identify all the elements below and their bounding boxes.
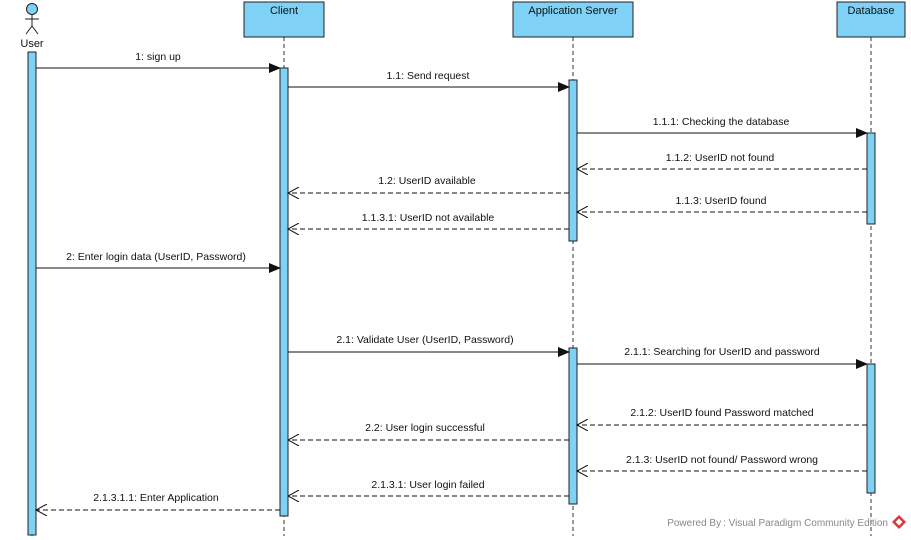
message-2-1-3: 2.1.3: UserID not found/ Password wrong	[577, 454, 867, 471]
message-label: 1.2: UserID available	[378, 175, 476, 187]
message-label: 1.1.1: Checking the database	[653, 116, 790, 128]
actor-user-label: User	[20, 38, 44, 50]
visual-paradigm-logo-icon	[892, 515, 906, 529]
activation-client	[279, 67, 289, 517]
message-label: 1: sign up	[135, 51, 181, 63]
message-1-2: 1.2: UserID available	[288, 175, 569, 193]
participant-server: Application Server	[512, 1, 634, 38]
activation-database-1	[866, 132, 876, 225]
message-1: 1: sign up	[36, 51, 281, 73]
message-2-1-3-1-1: 2.1.3.1.1: Enter Application	[36, 492, 280, 510]
message-label: 2: Enter login data (UserID, Password)	[66, 251, 246, 263]
participant-client-label: Client	[270, 5, 298, 17]
footer-watermark: Powered By : Visual Paradigm Community E…	[667, 518, 888, 529]
message-1-1: 1.1: Send request	[288, 70, 570, 92]
message-2-1-3-1: 2.1.3.1: User login failed	[288, 479, 569, 496]
message-label: 2.1.3.1.1: Enter Application	[93, 492, 219, 504]
activation-user	[27, 51, 37, 536]
actor-user: User	[20, 3, 44, 50]
message-label: 2.1.2: UserID found Password matched	[630, 407, 813, 419]
message-1-1-2: 1.1.2: UserID not found	[577, 152, 867, 169]
participant-client: Client	[243, 1, 325, 38]
message-2-1: 2.1: Validate User (UserID, Password)	[288, 334, 570, 357]
message-label: 1.1.3: UserID found	[675, 195, 766, 207]
message-label: 2.1.1: Searching for UserID and password	[624, 346, 820, 358]
message-1-1-1: 1.1.1: Checking the database	[577, 116, 868, 138]
message-label: 2.1: Validate User (UserID, Password)	[336, 334, 513, 346]
message-label: 2.1.3.1: User login failed	[371, 479, 484, 491]
message-label: 2.2: User login successful	[365, 422, 485, 434]
message-1-1-3: 1.1.3: UserID found	[577, 195, 867, 212]
activation-server-1	[568, 79, 578, 242]
participant-server-label: Application Server	[528, 5, 618, 17]
message-label: 1.1: Send request	[387, 70, 470, 82]
participant-database-label: Database	[847, 5, 894, 17]
message-label: 2.1.3: UserID not found/ Password wrong	[626, 454, 818, 466]
message-2-2: 2.2: User login successful	[288, 422, 569, 440]
message-2-1-1: 2.1.1: Searching for UserID and password	[577, 346, 868, 369]
message-label: 1.1.3.1: UserID not available	[362, 212, 495, 224]
activation-server-2	[568, 347, 578, 505]
participant-database: Database	[836, 1, 906, 38]
message-1-1-3-1: 1.1.3.1: UserID not available	[288, 212, 569, 229]
actor-head	[26, 3, 38, 15]
message-2: 2: Enter login data (UserID, Password)	[36, 251, 281, 273]
message-label: 1.1.2: UserID not found	[666, 152, 775, 164]
message-2-1-2: 2.1.2: UserID found Password matched	[577, 407, 867, 425]
activation-database-2	[866, 363, 876, 494]
